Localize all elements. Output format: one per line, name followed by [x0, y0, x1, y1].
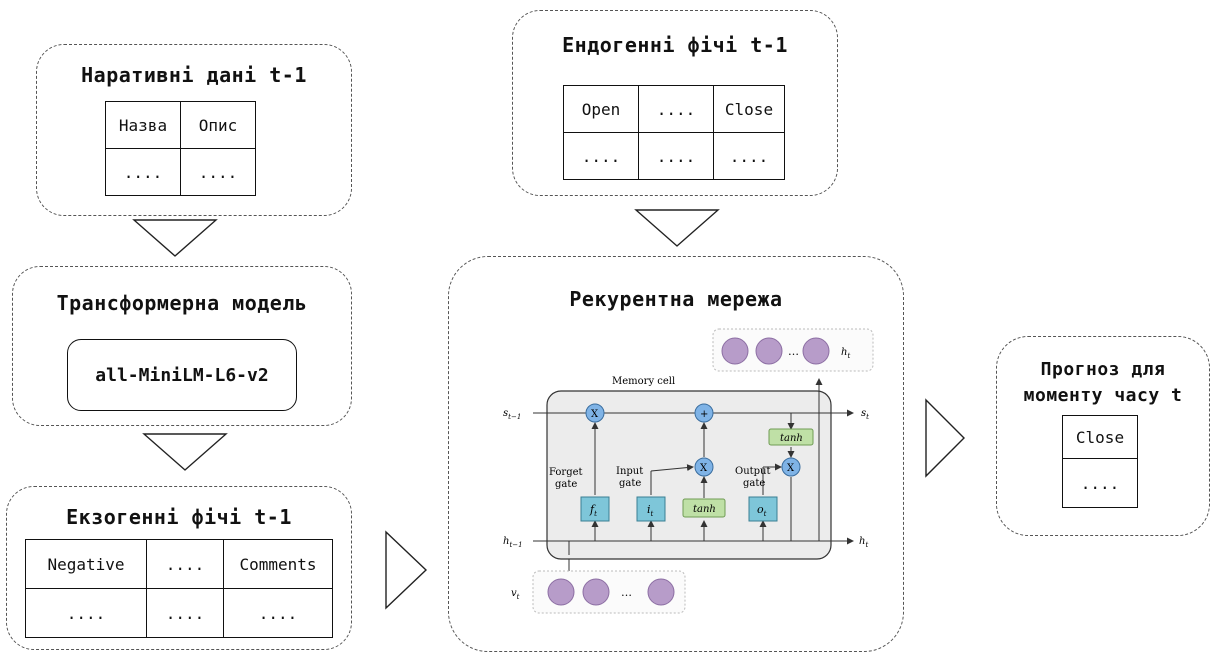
table-row: .... ....: [105, 148, 256, 196]
table-cell: ....: [25, 588, 147, 638]
input-gate-label: Input: [616, 466, 643, 477]
add-op-label: +: [700, 409, 708, 420]
arrow-right-rnn-to-forecast: [925, 398, 965, 478]
table-header-cell: Close: [1062, 415, 1138, 459]
v-input-label: vt: [511, 588, 520, 601]
add-op-circle: [694, 403, 714, 423]
arrow-right-exogenous-to-rnn: [385, 530, 428, 610]
output-gate-label: Output: [735, 466, 771, 477]
ellipsis-label: …: [788, 345, 799, 358]
tanh-activation-box: [682, 498, 726, 518]
endogenous-features-table: Open .... Close .... .... ....: [563, 85, 785, 180]
recurrent-network-title: Рекурентна мережа: [569, 287, 783, 311]
table-row: Назва Опис: [105, 101, 256, 149]
endogenous-features-box: Ендогенні фічі t-1 Open .... Close .... …: [512, 10, 838, 196]
forget-gate-label: gate: [555, 479, 577, 490]
forget-gate-box: [580, 496, 610, 522]
h-top-label: ht: [841, 347, 850, 360]
tanh-activation-box: [768, 428, 814, 446]
forecast-title-line-2: моменту часу t: [1023, 385, 1183, 406]
multiply-op-label: X: [787, 463, 795, 474]
input-gate-label: gate: [619, 478, 641, 489]
arrow-down-narrative-to-transformer: [132, 219, 218, 257]
forget-gate-label: Forget: [549, 467, 583, 478]
table-cell: ....: [1062, 458, 1138, 508]
forget-gate-symbol: ft: [589, 503, 597, 518]
table-header-cell: ....: [146, 539, 224, 589]
table-header-cell: Open: [563, 85, 639, 133]
table-header-cell: Comments: [223, 539, 333, 589]
multiply-op-label: X: [700, 463, 708, 474]
arrow-down-endogenous-to-rnn: [634, 209, 720, 247]
tanh-label: tanh: [780, 433, 803, 444]
output-gate-box: [748, 496, 778, 522]
multiply-op-label: X: [591, 409, 599, 420]
memory-cell-label: Memory cell: [612, 376, 675, 387]
table-row: .... .... ....: [563, 132, 785, 180]
endogenous-features-title: Ендогенні фічі t-1: [562, 33, 788, 57]
table-header-cell: Опис: [180, 101, 256, 149]
hidden-unit-circle: [802, 337, 830, 365]
output-gate-symbol: ot: [757, 503, 767, 518]
table-cell: ....: [713, 132, 785, 180]
hidden-unit-circle: [721, 337, 749, 365]
exogenous-features-title: Екзогенні фічі t-1: [66, 505, 292, 529]
narrative-data-title: Наративні дані t-1: [81, 63, 307, 87]
table-row: .... .... ....: [25, 588, 333, 638]
hidden-state-output-box: [712, 328, 874, 372]
transformer-model-box: Трансформерна модель all-MiniLM-L6-v2: [12, 266, 352, 426]
tanh-label: tanh: [693, 504, 716, 515]
multiply-op-circle: [694, 457, 714, 477]
multiply-op-circle: [781, 457, 801, 477]
s-next-label: st: [861, 408, 869, 421]
output-gate-label: gate: [743, 478, 765, 489]
h-prev-label: ht−1: [503, 536, 523, 549]
forecast-box: Прогноз для моменту часу t Close ....: [996, 336, 1210, 536]
recurrent-network-box: Рекурентна мережа … ht Memory cell st−1 …: [448, 256, 904, 652]
table-cell: ....: [180, 148, 256, 196]
lstm-cell-diagram: … ht Memory cell st−1 st ht−1 ht: [503, 328, 874, 614]
transformer-model-title: Трансформерна модель: [56, 291, 308, 315]
table-header-cell: Negative: [25, 539, 147, 589]
table-row: ....: [1062, 458, 1138, 508]
arrow-down-transformer-to-exogenous: [142, 433, 228, 471]
table-header-cell: ....: [638, 85, 714, 133]
table-cell: ....: [146, 588, 224, 638]
narrative-data-table: Назва Опис .... ....: [105, 101, 256, 196]
h-next-label: ht: [859, 536, 868, 549]
table-header-cell: Close: [713, 85, 785, 133]
input-gate-symbol: it: [647, 503, 654, 518]
model-name-box: all-MiniLM-L6-v2: [67, 339, 297, 411]
forecast-table: Close ....: [1062, 415, 1138, 508]
s-prev-label: st−1: [503, 408, 521, 421]
table-row: Close: [1062, 415, 1138, 459]
input-unit-circle: [582, 578, 610, 606]
table-cell: ....: [105, 148, 181, 196]
input-unit-circle: [647, 578, 675, 606]
table-header-cell: Назва: [105, 101, 181, 149]
ellipsis-label: …: [621, 586, 632, 599]
hidden-unit-circle: [755, 337, 783, 365]
forecast-title-line-1: Прогноз для: [1040, 359, 1166, 380]
table-cell: ....: [638, 132, 714, 180]
exogenous-features-box: Екзогенні фічі t-1 Negative .... Comment…: [6, 486, 352, 650]
table-row: Open .... Close: [563, 85, 785, 133]
table-row: Negative .... Comments: [25, 539, 333, 589]
table-cell: ....: [223, 588, 333, 638]
input-unit-circle: [547, 578, 575, 606]
connector-line: [650, 464, 694, 472]
table-cell: ....: [563, 132, 639, 180]
input-gate-box: [636, 496, 666, 522]
multiply-op-circle: [585, 403, 605, 423]
exogenous-features-table: Negative .... Comments .... .... ....: [25, 539, 333, 638]
narrative-data-box: Наративні дані t-1 Назва Опис .... ....: [36, 44, 352, 216]
